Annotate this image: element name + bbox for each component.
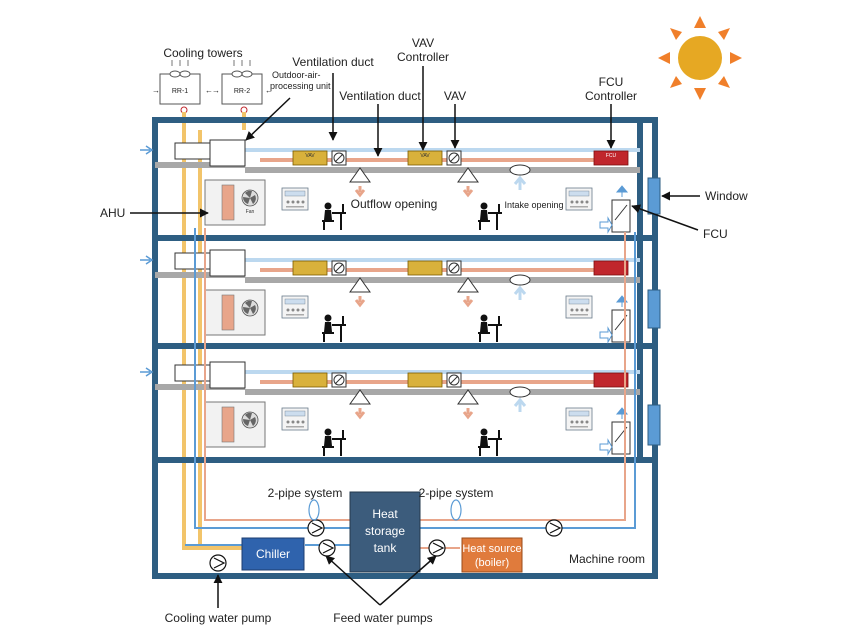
svg-text:VAV: VAV [420, 153, 430, 159]
floor-1: Fan VAV VAV FCU [155, 139, 661, 234]
svg-text:←: ← [205, 86, 213, 95]
ventilation-duct-label-2: Ventilation duct [339, 89, 421, 103]
outdoor-air-arrows [140, 145, 154, 377]
fcu-controller-label-2: Controller [585, 89, 637, 103]
svg-text:→: → [212, 86, 220, 95]
outdoor-air-unit-label-2: processing unit [270, 81, 331, 91]
two-pipe-left-label: 2-pipe system [268, 486, 343, 500]
floor-2 [155, 249, 661, 344]
vav-label: VAV [444, 89, 466, 103]
tank-label-3: tank [374, 541, 398, 555]
tower-rr1-label: RR-1 [172, 88, 188, 95]
svg-text:FCU: FCU [606, 153, 617, 159]
ventilation-duct-label-1: Ventilation duct [292, 55, 374, 69]
tank-label-1: Heat [372, 507, 398, 521]
ahu-label: AHU [100, 206, 125, 220]
outflow-opening-label: Outflow opening [351, 197, 438, 211]
window-label: Window [705, 189, 748, 203]
chiller-label: Chiller [256, 547, 290, 561]
water-loop-pipes [185, 228, 636, 549]
two-pipe-right-label: 2-pipe system [419, 486, 494, 500]
heat-storage-tank [349, 491, 421, 573]
tower-rr2-label: RR-2 [234, 88, 250, 95]
building-frame [152, 117, 658, 579]
machine-room-label: Machine room [569, 552, 645, 566]
fcu-controller-label-1: FCU [599, 75, 624, 89]
boiler-unit [461, 537, 523, 573]
boiler-label-1: Heat source [462, 543, 521, 555]
leader-arrows [130, 66, 700, 608]
floor-3 [155, 361, 661, 456]
cooling-towers: RR-1 RR-2 → ← → ← [152, 60, 273, 114]
ahu-fan-label: Fan [246, 209, 255, 215]
svg-text:→: → [152, 86, 160, 95]
boiler-label-2: (boiler) [475, 557, 509, 569]
cooling-towers-label: Cooling towers [163, 46, 242, 60]
feed-water-pumps-label: Feed water pumps [333, 611, 432, 625]
fcu-label: FCU [703, 227, 728, 241]
vav-controller-label-2: Controller [397, 50, 449, 64]
svg-text:VAV: VAV [305, 153, 315, 159]
chiller-unit [241, 537, 305, 571]
svg-text:←: ← [265, 86, 273, 95]
cooling-water-pump-label: Cooling water pump [165, 611, 272, 625]
vav-controller-label-1: VAV [412, 36, 434, 50]
intake-opening-label: Intake opening [504, 200, 563, 210]
tank-label-2: storage [365, 524, 405, 538]
sun-icon [658, 16, 742, 100]
outdoor-air-unit-label-1: Outdoor-air- [272, 70, 321, 80]
pump-icons [209, 519, 563, 572]
